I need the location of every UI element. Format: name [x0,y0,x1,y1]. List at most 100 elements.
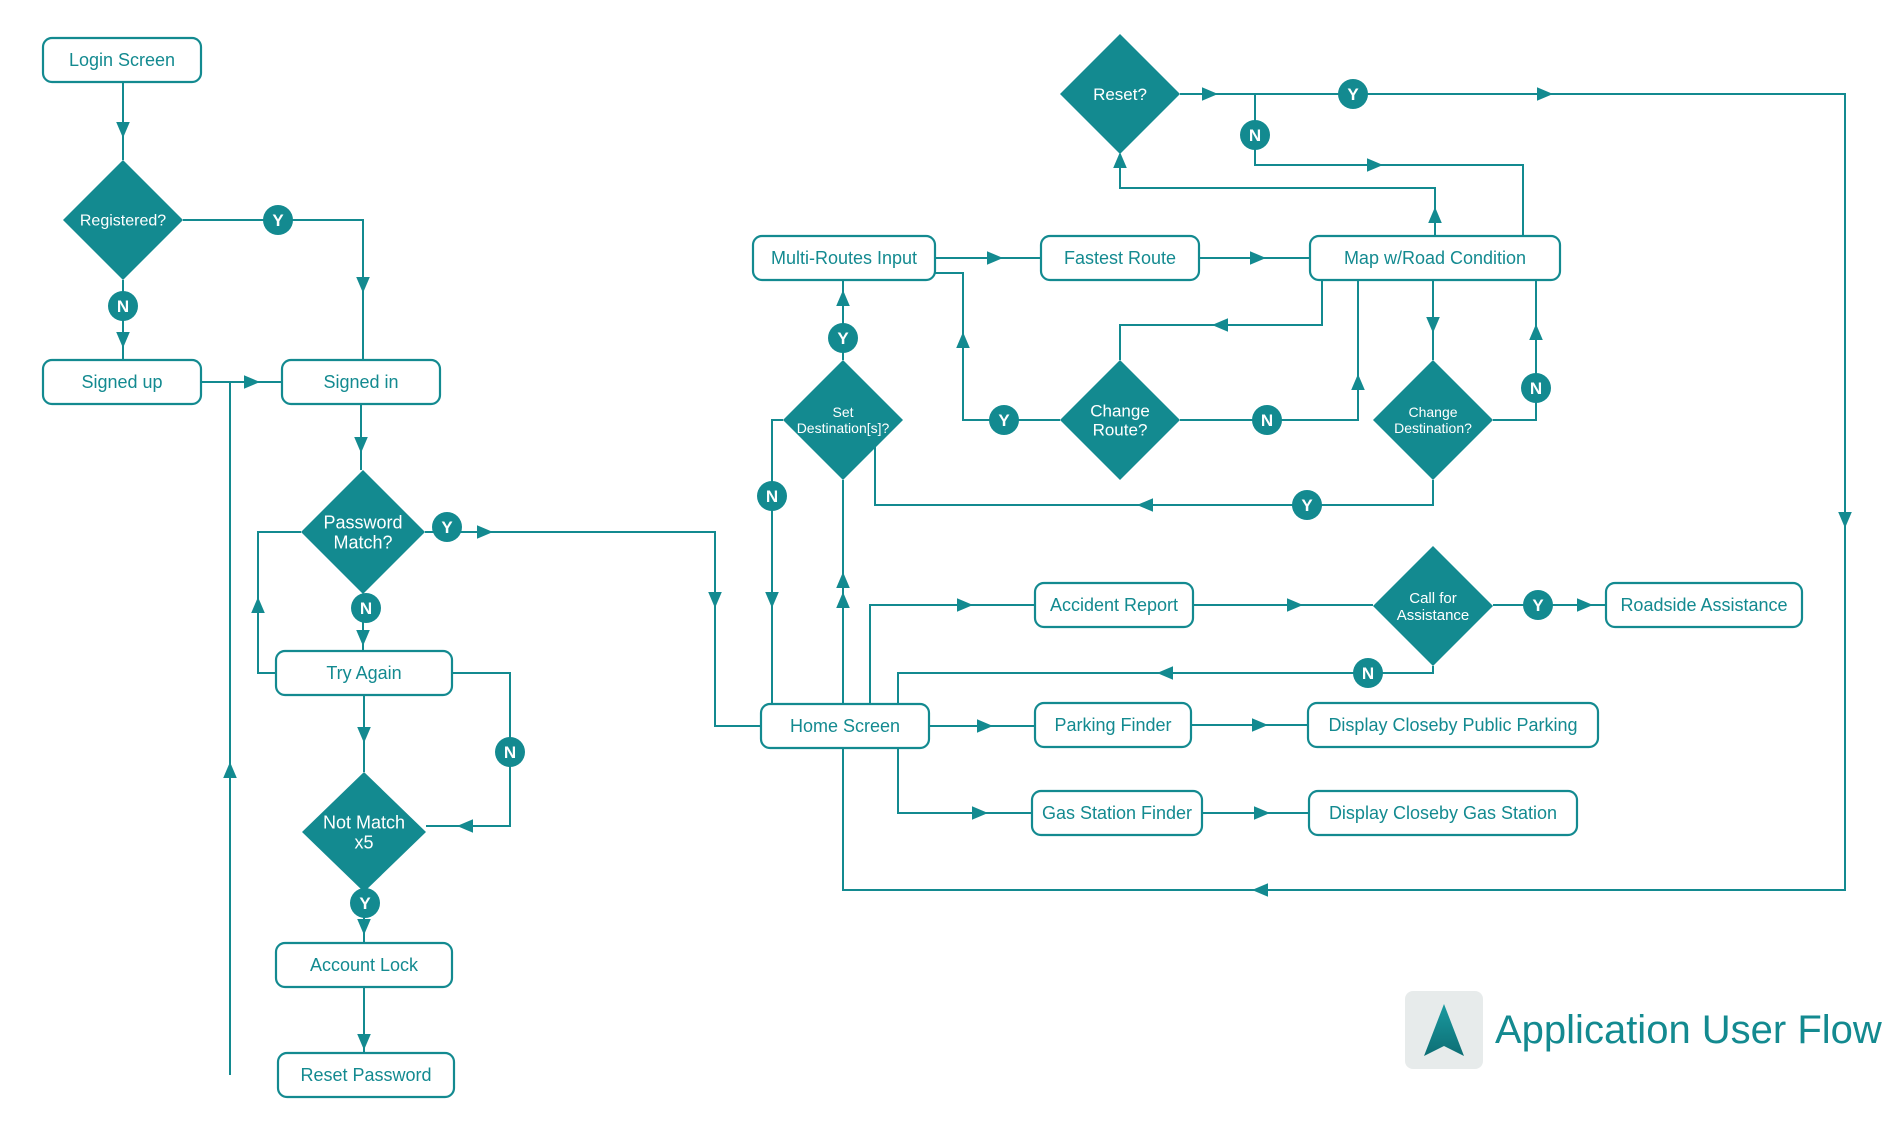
arrowhead-icon [223,762,237,778]
arrowhead-icon [972,806,988,820]
yes-badge: Y [989,405,1019,435]
decision-registered: Registered? [63,160,183,280]
arrowhead-icon [1838,512,1852,528]
arrowhead-icon [1113,152,1127,168]
badge-label: Y [1347,85,1359,104]
no-badge: N [1252,405,1282,435]
process-box-try-again: Try Again [274,649,454,697]
decision-label: Password [323,512,402,532]
arrowhead-icon [116,122,130,138]
badge-label: N [117,297,129,316]
arrowhead-icon [244,375,260,389]
no-badge: N [1521,373,1551,403]
no-badge: N [1353,658,1383,688]
arrowhead-icon [1428,207,1442,223]
arrowhead-icon [956,332,970,348]
arrowhead-icon [251,597,265,613]
badge-label: Y [998,411,1010,430]
badge-label: N [360,599,372,618]
process-box-home-screen: Home Screen [759,702,931,750]
no-badge: N [1240,120,1270,150]
badge-label: Y [837,329,849,348]
connector-line [183,219,364,360]
connector-line [1180,280,1359,421]
badge-label: Y [359,894,371,913]
arrowhead-icon [957,598,973,612]
badge-label: N [766,487,778,506]
badge-label: N [1362,664,1374,683]
yes-badge: Y [263,205,293,235]
arrowhead-icon [1157,666,1173,680]
process-box-label: Accident Report [1050,595,1178,615]
decision-label: Registered? [80,213,166,230]
arrowhead-icon [357,1034,371,1050]
no-badge: N [108,291,138,321]
badge-label: Y [1532,596,1544,615]
arrowhead-icon [1426,317,1440,333]
arrowhead-icon [354,437,368,453]
process-box-label: Account Lock [310,955,419,975]
process-box-fastest-route: Fastest Route [1039,234,1201,282]
decision-label: Change [1090,401,1150,420]
arrowhead-icon [1254,806,1270,820]
no-badge: N [351,593,381,623]
process-box-label: Map w/Road Condition [1344,248,1526,268]
decision-label: Assistance [1397,607,1470,624]
decision-label: Change [1408,404,1457,420]
connector-line [874,446,1434,506]
connector-line [869,604,1035,704]
yes-badge: Y [1338,79,1368,109]
connector-line [1119,154,1436,236]
arrowhead-icon [1537,87,1553,101]
arrowhead-icon [477,525,493,539]
arrowhead-icon [836,290,850,306]
process-box-label: Home Screen [790,716,900,736]
arrowhead-icon [357,919,371,935]
yes-badge: Y [828,323,858,353]
arrowhead-icon [708,592,722,608]
arrowhead-icon [1252,718,1268,732]
process-box-login-screen: Login Screen [41,36,203,84]
process-box-accident-report: Accident Report [1033,581,1195,629]
process-box-signed-up: Signed up [41,358,203,406]
process-box-reset-password: Reset Password [276,1051,456,1099]
decision-label: Call for [1409,590,1457,607]
decision-label: Match? [333,532,392,552]
connector-lines [122,82,1846,1075]
arrowhead-icon [836,572,850,588]
arrowhead-icon [1202,87,1218,101]
decision-label: Destination? [1394,420,1472,436]
badge-label: Y [1301,496,1313,515]
process-box-label: Signed up [81,372,162,392]
badge-label: Y [441,518,453,537]
diagram-title-block: Application User Flow [1405,990,1882,1070]
process-box-parking-finder: Parking Finder [1033,701,1193,749]
navigation-arrow-logo-icon [1405,991,1483,1069]
arrowhead-icon [356,277,370,293]
no-badge: N [495,737,525,767]
badge-label: N [504,743,516,762]
connector-line [425,531,761,727]
connector-line [771,419,783,726]
connector-line [842,93,1846,891]
process-box-signed-in: Signed in [280,358,442,406]
arrowhead-icon [357,727,371,743]
process-box-multi-routes: Multi-Routes Input [751,234,937,282]
process-box-label: Signed in [323,372,398,392]
process-box-display-gas: Display Closeby Gas Station [1307,789,1579,837]
process-box-label: Multi-Routes Input [771,248,917,268]
process-box-map-road: Map w/Road Condition [1308,234,1562,282]
yes-badge: Y [432,512,462,542]
connector-line [1119,280,1323,360]
connector-line [1254,94,1524,236]
process-box-roadside: Roadside Assistance [1604,581,1804,629]
process-box-label: Roadside Assistance [1620,595,1787,615]
process-box-display-parking: Display Closeby Public Parking [1306,701,1600,749]
badge-label: Y [272,211,284,230]
